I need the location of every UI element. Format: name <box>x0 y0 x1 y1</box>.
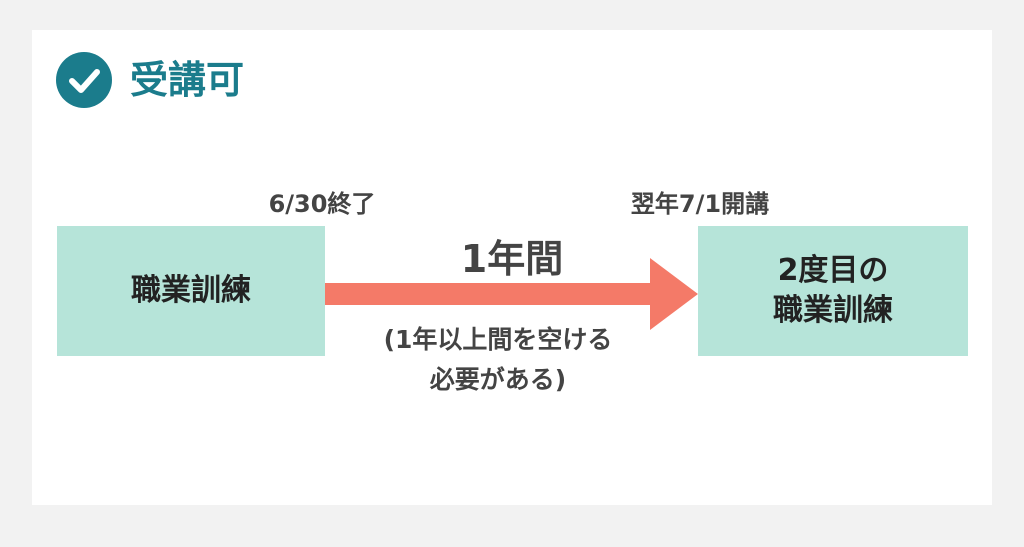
end-date-label: 6/30終了 <box>268 190 376 218</box>
interval-note: (1年以上間を空ける 必要がある) <box>384 320 613 400</box>
check-circle-icon <box>56 52 112 108</box>
start-date-label: 翌年7/1開講 <box>630 190 770 218</box>
first-training-label: 職業訓練 <box>131 273 251 308</box>
period-label: 1年間 <box>460 237 564 281</box>
second-training-line-1: 2度目の <box>777 253 889 288</box>
second-training-box: 2度目の 職業訓練 <box>698 226 968 356</box>
status-title: 受講可 <box>130 58 245 102</box>
note-line-2: 必要がある) <box>429 365 567 394</box>
first-training-box: 職業訓練 <box>57 226 325 356</box>
arrow-icon <box>325 258 698 330</box>
note-line-1: (1年以上間を空ける <box>383 325 613 354</box>
second-training-line-2: 職業訓練 <box>773 293 893 328</box>
